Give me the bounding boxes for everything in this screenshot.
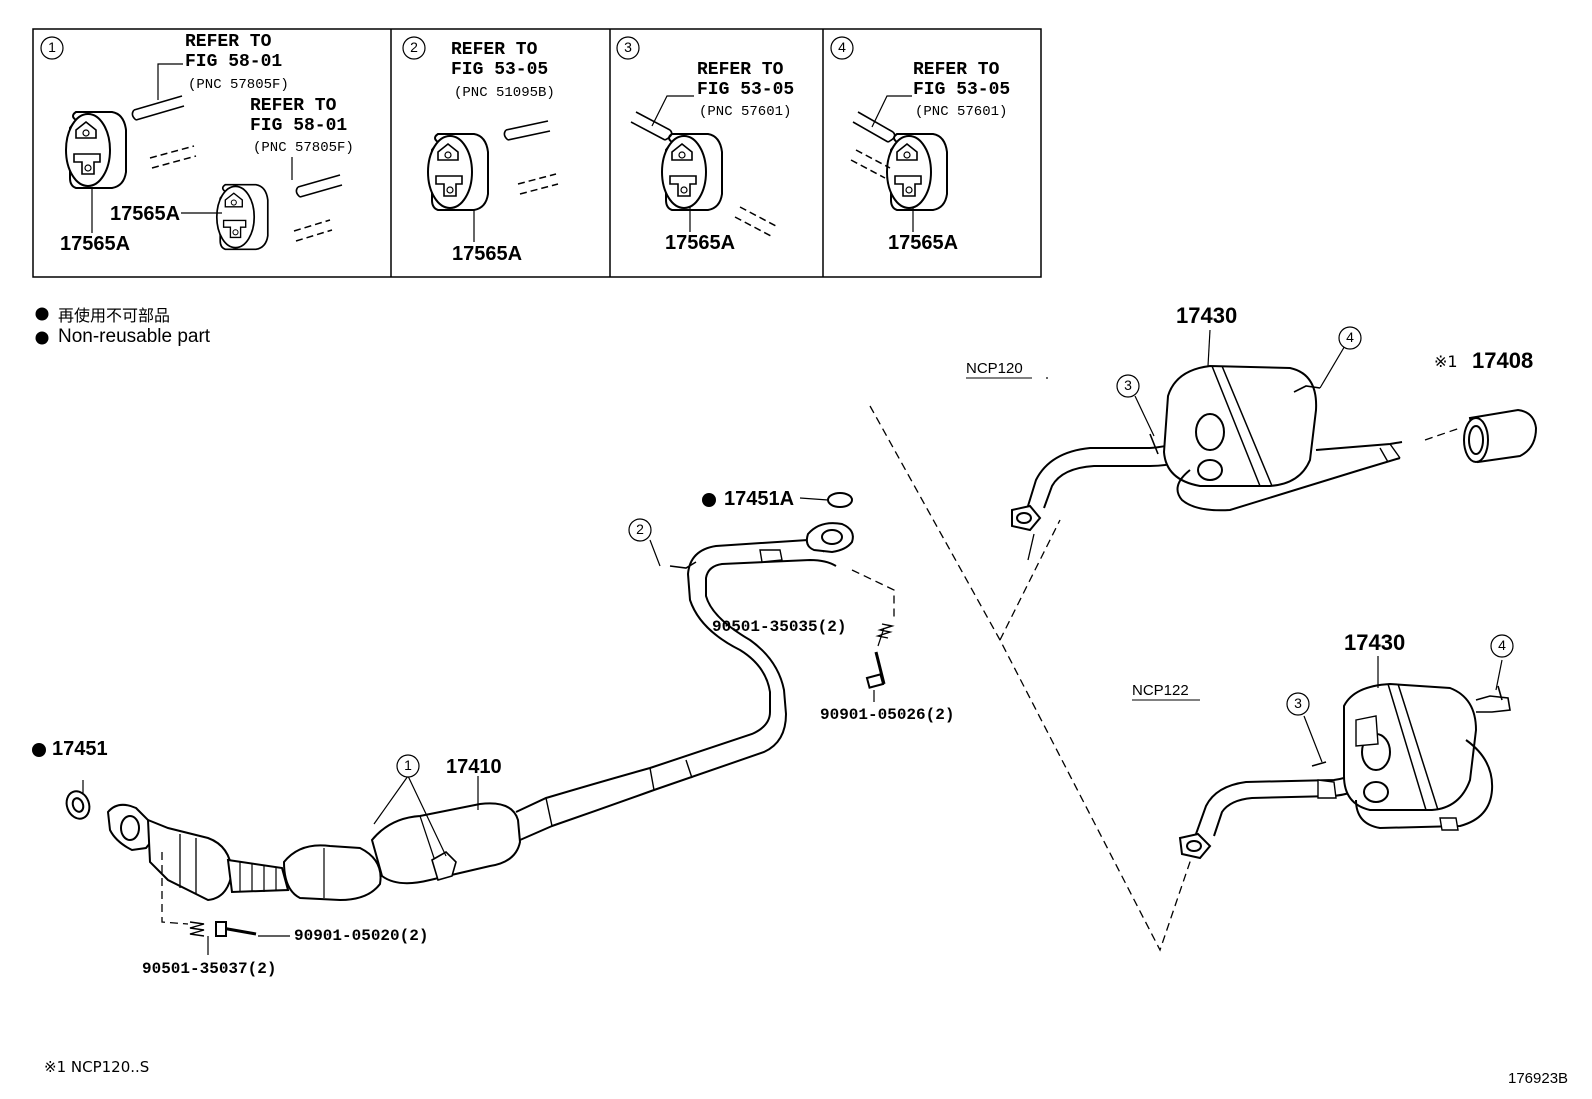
legend-bullet-icon	[35, 331, 49, 345]
panel-3-pnc: (PNC 57601)	[699, 104, 792, 120]
main-leaders	[82, 497, 885, 955]
part-90901-05020: 90901-05020(2)	[294, 927, 429, 945]
ncp122-muffler-drawing	[1178, 682, 1511, 860]
panel-number-circles	[40, 36, 854, 60]
panel-2-pnc: (PNC 51095B)	[454, 85, 555, 101]
panel-1-ref-b: REFER TO FIG 58-01	[250, 96, 347, 136]
panel-2-ref: REFER TO FIG 53-05	[451, 40, 548, 80]
panel-1-pnc-a: (PNC 57805F)	[188, 77, 289, 93]
ncp120-muffler-drawing	[1011, 364, 1538, 532]
hanger-panels	[32, 28, 1042, 278]
non-reusable-bullet-icon	[702, 493, 716, 507]
legend-en: Non-reusable part	[58, 326, 211, 347]
ref-line: REFER TO	[451, 40, 538, 60]
ref-fig: FIG 53-05	[697, 80, 795, 100]
footnote: ※1 NCP120..S	[44, 1058, 150, 1076]
panel-2-number: 2	[410, 39, 418, 55]
ref-line: REFER TO	[913, 60, 1000, 80]
panel-4-pnc: (PNC 57601)	[915, 104, 1008, 120]
ncp120-tip-prefix: ※1	[1434, 352, 1458, 371]
ncp122-model: NCP122	[1132, 682, 1189, 699]
panel-1-part-a: 17565A	[110, 203, 181, 225]
ncp120-part-17408: 17408	[1472, 348, 1534, 373]
part-17451: 17451	[52, 738, 108, 760]
non-reusable-bullet-icon	[32, 743, 46, 757]
panel-2-drawing	[427, 120, 559, 242]
panel-4-ref: REFER TO FIG 53-05	[913, 60, 1010, 100]
ncp120-callout-3: 3	[1124, 377, 1132, 393]
ncp122-leaders	[1303, 656, 1503, 763]
panel-2-part: 17565A	[452, 243, 523, 265]
main-callout-circles	[396, 518, 652, 778]
ref-line: REFER TO	[185, 32, 272, 52]
part-90901-05026: 90901-05026(2)	[820, 706, 955, 724]
part-17451A: 17451A	[724, 488, 795, 510]
panel-1-pnc-b: (PNC 57805F)	[253, 140, 354, 156]
panel-3-ref: REFER TO FIG 53-05	[697, 60, 794, 100]
panel-1-drawing	[65, 63, 343, 251]
callout-2-label: 2	[636, 521, 644, 537]
ref-fig: FIG 53-05	[913, 80, 1011, 100]
ncp120-leaders	[1046, 329, 1347, 437]
panel-4-number: 4	[838, 39, 846, 55]
part-90501-35037: 90501-35037(2)	[142, 960, 277, 978]
panel-1-part-b: 17565A	[60, 233, 131, 255]
ncp120-callout-4: 4	[1346, 329, 1354, 345]
ncp120-model: NCP120	[966, 360, 1023, 377]
ref-line: REFER TO	[697, 60, 784, 80]
panel-3-part: 17565A	[665, 232, 736, 254]
part-90501-35035: 90501-35035(2)	[712, 618, 847, 636]
figure-id: 176923B	[1508, 1070, 1569, 1087]
part-17410: 17410	[446, 756, 502, 778]
ref-line: REFER TO	[250, 96, 337, 116]
ref-fig: FIG 58-01	[185, 52, 283, 72]
ncp120-callout-circles	[1116, 326, 1362, 398]
callout-1-label: 1	[404, 757, 412, 773]
panel-4-part: 17565A	[888, 232, 959, 254]
panel-1-number: 1	[48, 39, 56, 55]
front-pipe-drawing	[65, 492, 895, 937]
ncp120-part-17430: 17430	[1176, 303, 1238, 328]
panel-1-ref-a: REFER TO FIG 58-01	[185, 32, 282, 72]
ncp122-part-17430: 17430	[1344, 630, 1406, 655]
legend-bullet-icon	[35, 307, 49, 321]
ncp122-callout-3: 3	[1294, 695, 1302, 711]
panel-4-drawing	[850, 95, 948, 232]
ncp122-callout-4: 4	[1498, 637, 1506, 653]
ncp122-callout-circles	[1286, 634, 1514, 716]
panel-3-drawing	[630, 95, 777, 237]
panel-3-number: 3	[624, 39, 632, 55]
guide-lines	[161, 405, 1461, 952]
ref-fig: FIG 53-05	[451, 60, 549, 80]
ref-fig: FIG 58-01	[250, 116, 348, 136]
legend-jp: 再使用不可部品	[58, 306, 171, 325]
